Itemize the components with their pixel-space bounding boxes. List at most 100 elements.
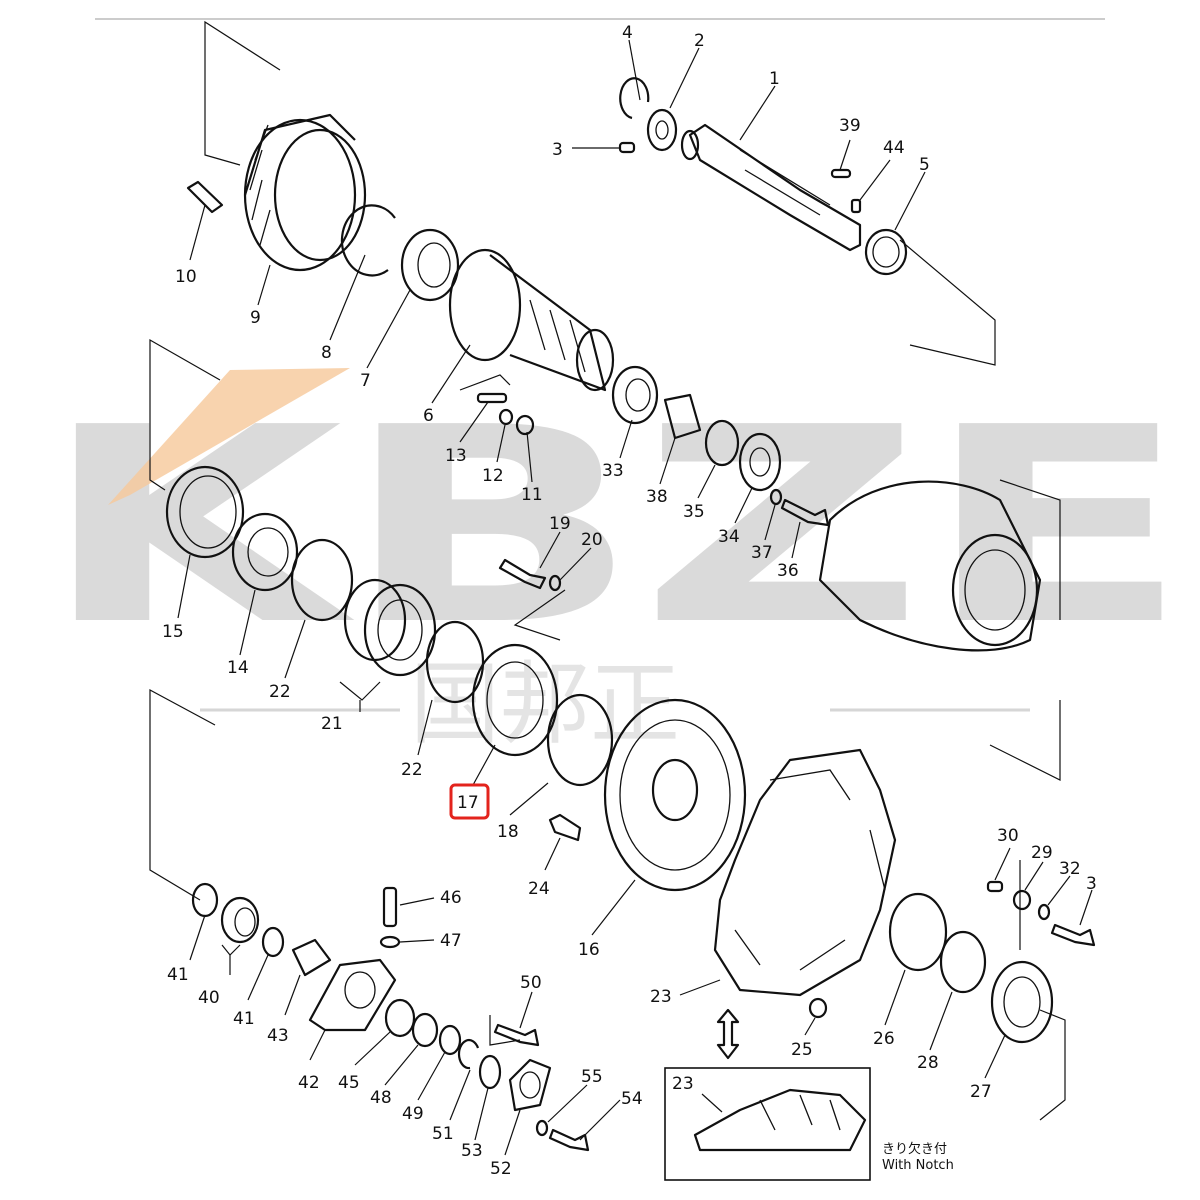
part-4-snap-ring <box>619 77 650 120</box>
part-13-bolt <box>476 392 508 404</box>
inset-callout-23: 23 <box>672 1074 694 1094</box>
watermark: KBZE 国邦正 <box>40 368 1190 757</box>
callout-22-left: 22 <box>269 682 291 702</box>
callout-42: 42 <box>298 1073 320 1093</box>
part-47-washer <box>379 935 401 949</box>
exchange-arrow <box>716 1008 740 1060</box>
callout-53: 53 <box>461 1141 483 1161</box>
callout-30: 30 <box>997 826 1019 846</box>
part-9-sprocket-drum <box>243 113 367 272</box>
part-12-washer <box>498 408 514 426</box>
inset-note-en: With Notch <box>882 1158 954 1173</box>
callout-48: 48 <box>370 1088 392 1108</box>
leader-lines <box>177 39 1093 1156</box>
callout-26: 26 <box>873 1029 895 1049</box>
callout-1: 1 <box>769 69 780 89</box>
callout-54: 54 <box>621 1089 643 1109</box>
callout-44: 44 <box>883 138 905 158</box>
callout-19: 19 <box>549 514 571 534</box>
part-28-o-ring <box>939 930 987 994</box>
part-22-o-ring-right <box>425 620 485 704</box>
part-51-snap-ring <box>457 1038 480 1070</box>
callout-16: 16 <box>578 940 600 960</box>
callout-41-upper: 41 <box>167 965 189 985</box>
callout-34: 34 <box>718 527 740 547</box>
callout-15: 15 <box>162 622 184 642</box>
callout-labels: 1 2 3 4 5 6 7 8 9 10 11 12 13 14 15 16 1… <box>162 23 1097 1179</box>
callout-37: 37 <box>751 543 773 563</box>
part-32-washer <box>1037 903 1051 921</box>
callout-22-right: 22 <box>401 760 423 780</box>
part-55-washer <box>535 1119 549 1137</box>
part-45-ring <box>384 998 416 1038</box>
callout-40: 40 <box>198 988 220 1008</box>
part-23-sprocket-segments <box>713 748 897 997</box>
part-31-bolt <box>1050 923 1096 947</box>
part-42-bracket <box>308 958 397 1032</box>
part-38-spacer <box>663 393 702 440</box>
part-11-nut <box>515 414 535 436</box>
callout-5: 5 <box>919 155 930 175</box>
part-54-bolt <box>548 1128 590 1152</box>
part-41-o-ring-upper <box>191 882 219 918</box>
callout-49: 49 <box>402 1104 424 1124</box>
callout-11: 11 <box>521 485 543 505</box>
callout-41-lower: 41 <box>233 1009 255 1029</box>
callout-9: 9 <box>250 308 261 328</box>
part-37-washer <box>769 488 783 506</box>
part-44-pin <box>850 198 862 214</box>
part-50-bolt <box>493 1023 540 1047</box>
callout-47: 47 <box>440 931 462 951</box>
watermark-accent <box>108 368 350 505</box>
callout-28: 28 <box>917 1053 939 1073</box>
callout-31: 3 <box>1086 874 1097 894</box>
callout-10: 10 <box>175 267 197 287</box>
callout-14: 14 <box>227 658 249 678</box>
part-18-o-ring <box>546 693 614 787</box>
callout-39: 39 <box>839 116 861 136</box>
part-53-o-ring <box>478 1054 502 1090</box>
part-8-snap-ring <box>340 204 396 277</box>
callout-7: 7 <box>360 371 371 391</box>
part-15-ring <box>165 465 245 559</box>
callout-20: 20 <box>581 530 603 550</box>
callout-55: 55 <box>581 1067 603 1087</box>
callout-52: 52 <box>490 1159 512 1179</box>
part-41-o-ring-lower <box>261 926 285 958</box>
part-30-pin <box>986 880 1004 893</box>
callout-36: 36 <box>777 561 799 581</box>
callout-33: 33 <box>602 461 624 481</box>
callout-8: 8 <box>321 343 332 363</box>
callout-21: 21 <box>321 714 343 734</box>
callout-35: 35 <box>683 502 705 522</box>
part-33-bearing <box>611 365 659 425</box>
part-43-bushing <box>291 938 332 977</box>
part-3-pin <box>618 141 636 154</box>
callout-18: 18 <box>497 822 519 842</box>
part-7-bearing <box>400 228 460 302</box>
part-24-bolt <box>548 813 582 842</box>
group-brackets <box>149 20 1066 1121</box>
part-6-hub <box>448 248 615 392</box>
callout-2: 2 <box>694 31 705 51</box>
callout-38: 38 <box>646 487 668 507</box>
part-22-o-ring-left <box>290 538 354 622</box>
callout-29: 29 <box>1031 843 1053 863</box>
part-10-bolt <box>186 180 224 214</box>
part-20-washer <box>548 574 562 592</box>
callout-12: 12 <box>482 466 504 486</box>
callout-17: 17 <box>457 793 479 813</box>
part-34-gear <box>738 432 782 492</box>
part-46-bolt <box>382 886 398 928</box>
part-21-floating-seal <box>343 578 437 677</box>
part-5-collar <box>864 228 908 276</box>
callout-50: 50 <box>520 973 542 993</box>
highlight-box-17 <box>449 783 490 820</box>
watermark-chinese: 国邦正 <box>410 652 680 757</box>
part-2-gear <box>646 108 678 152</box>
callout-51: 51 <box>432 1124 454 1144</box>
callout-32: 32 <box>1059 859 1081 879</box>
part-19-bolt <box>498 558 547 590</box>
part-27-gear <box>990 960 1054 1044</box>
